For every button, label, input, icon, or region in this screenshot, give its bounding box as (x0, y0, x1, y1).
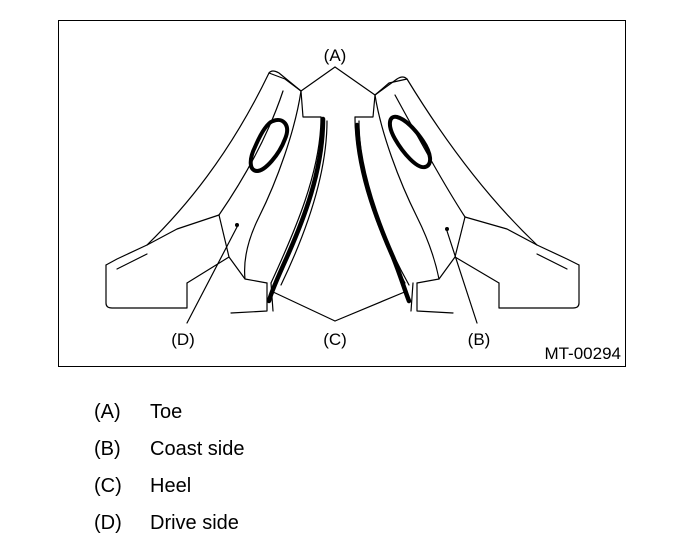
leader-d (187, 227, 237, 323)
gear-tooth-contact-diagram: (A) (C) (D) (B) MT-00294 (59, 21, 627, 368)
callout-toe: (A) (324, 46, 347, 65)
callout-coast: (B) (468, 330, 491, 349)
legend-text: Heel (150, 472, 191, 500)
legend-key: (B) (94, 435, 121, 463)
callout-heel: (C) (323, 330, 347, 349)
left-tooth-drive-side (106, 71, 327, 313)
drive-side-contact-pattern (269, 119, 323, 301)
coast-side-toe-contact (390, 117, 430, 167)
legend-text: Drive side (150, 509, 239, 537)
leader-a-right (335, 67, 375, 95)
leader-b (447, 231, 477, 323)
legend-text: Coast side (150, 435, 245, 463)
legend-text: Toe (150, 398, 182, 426)
legend-key: (C) (94, 472, 122, 500)
legend-item: (A) Toe (94, 398, 494, 435)
legend-item: (B) Coast side (94, 435, 494, 472)
legend-key: (D) (94, 509, 122, 537)
legend-item: (D) Drive side (94, 509, 494, 546)
figure-id: MT-00294 (544, 344, 621, 363)
legend: (A) Toe (B) Coast side (C) Heel (D) Driv… (94, 398, 494, 546)
drive-side-dot (235, 223, 239, 227)
legend-item: (C) Heel (94, 472, 494, 509)
coast-side-dot (445, 227, 449, 231)
leader-c-left (271, 291, 335, 321)
legend-key: (A) (94, 398, 121, 426)
callout-drive: (D) (171, 330, 195, 349)
figure-frame: (A) (C) (D) (B) MT-00294 (58, 20, 626, 367)
leader-a-left (301, 67, 335, 91)
right-tooth-coast-side (355, 77, 579, 313)
leader-c-right (335, 291, 407, 321)
